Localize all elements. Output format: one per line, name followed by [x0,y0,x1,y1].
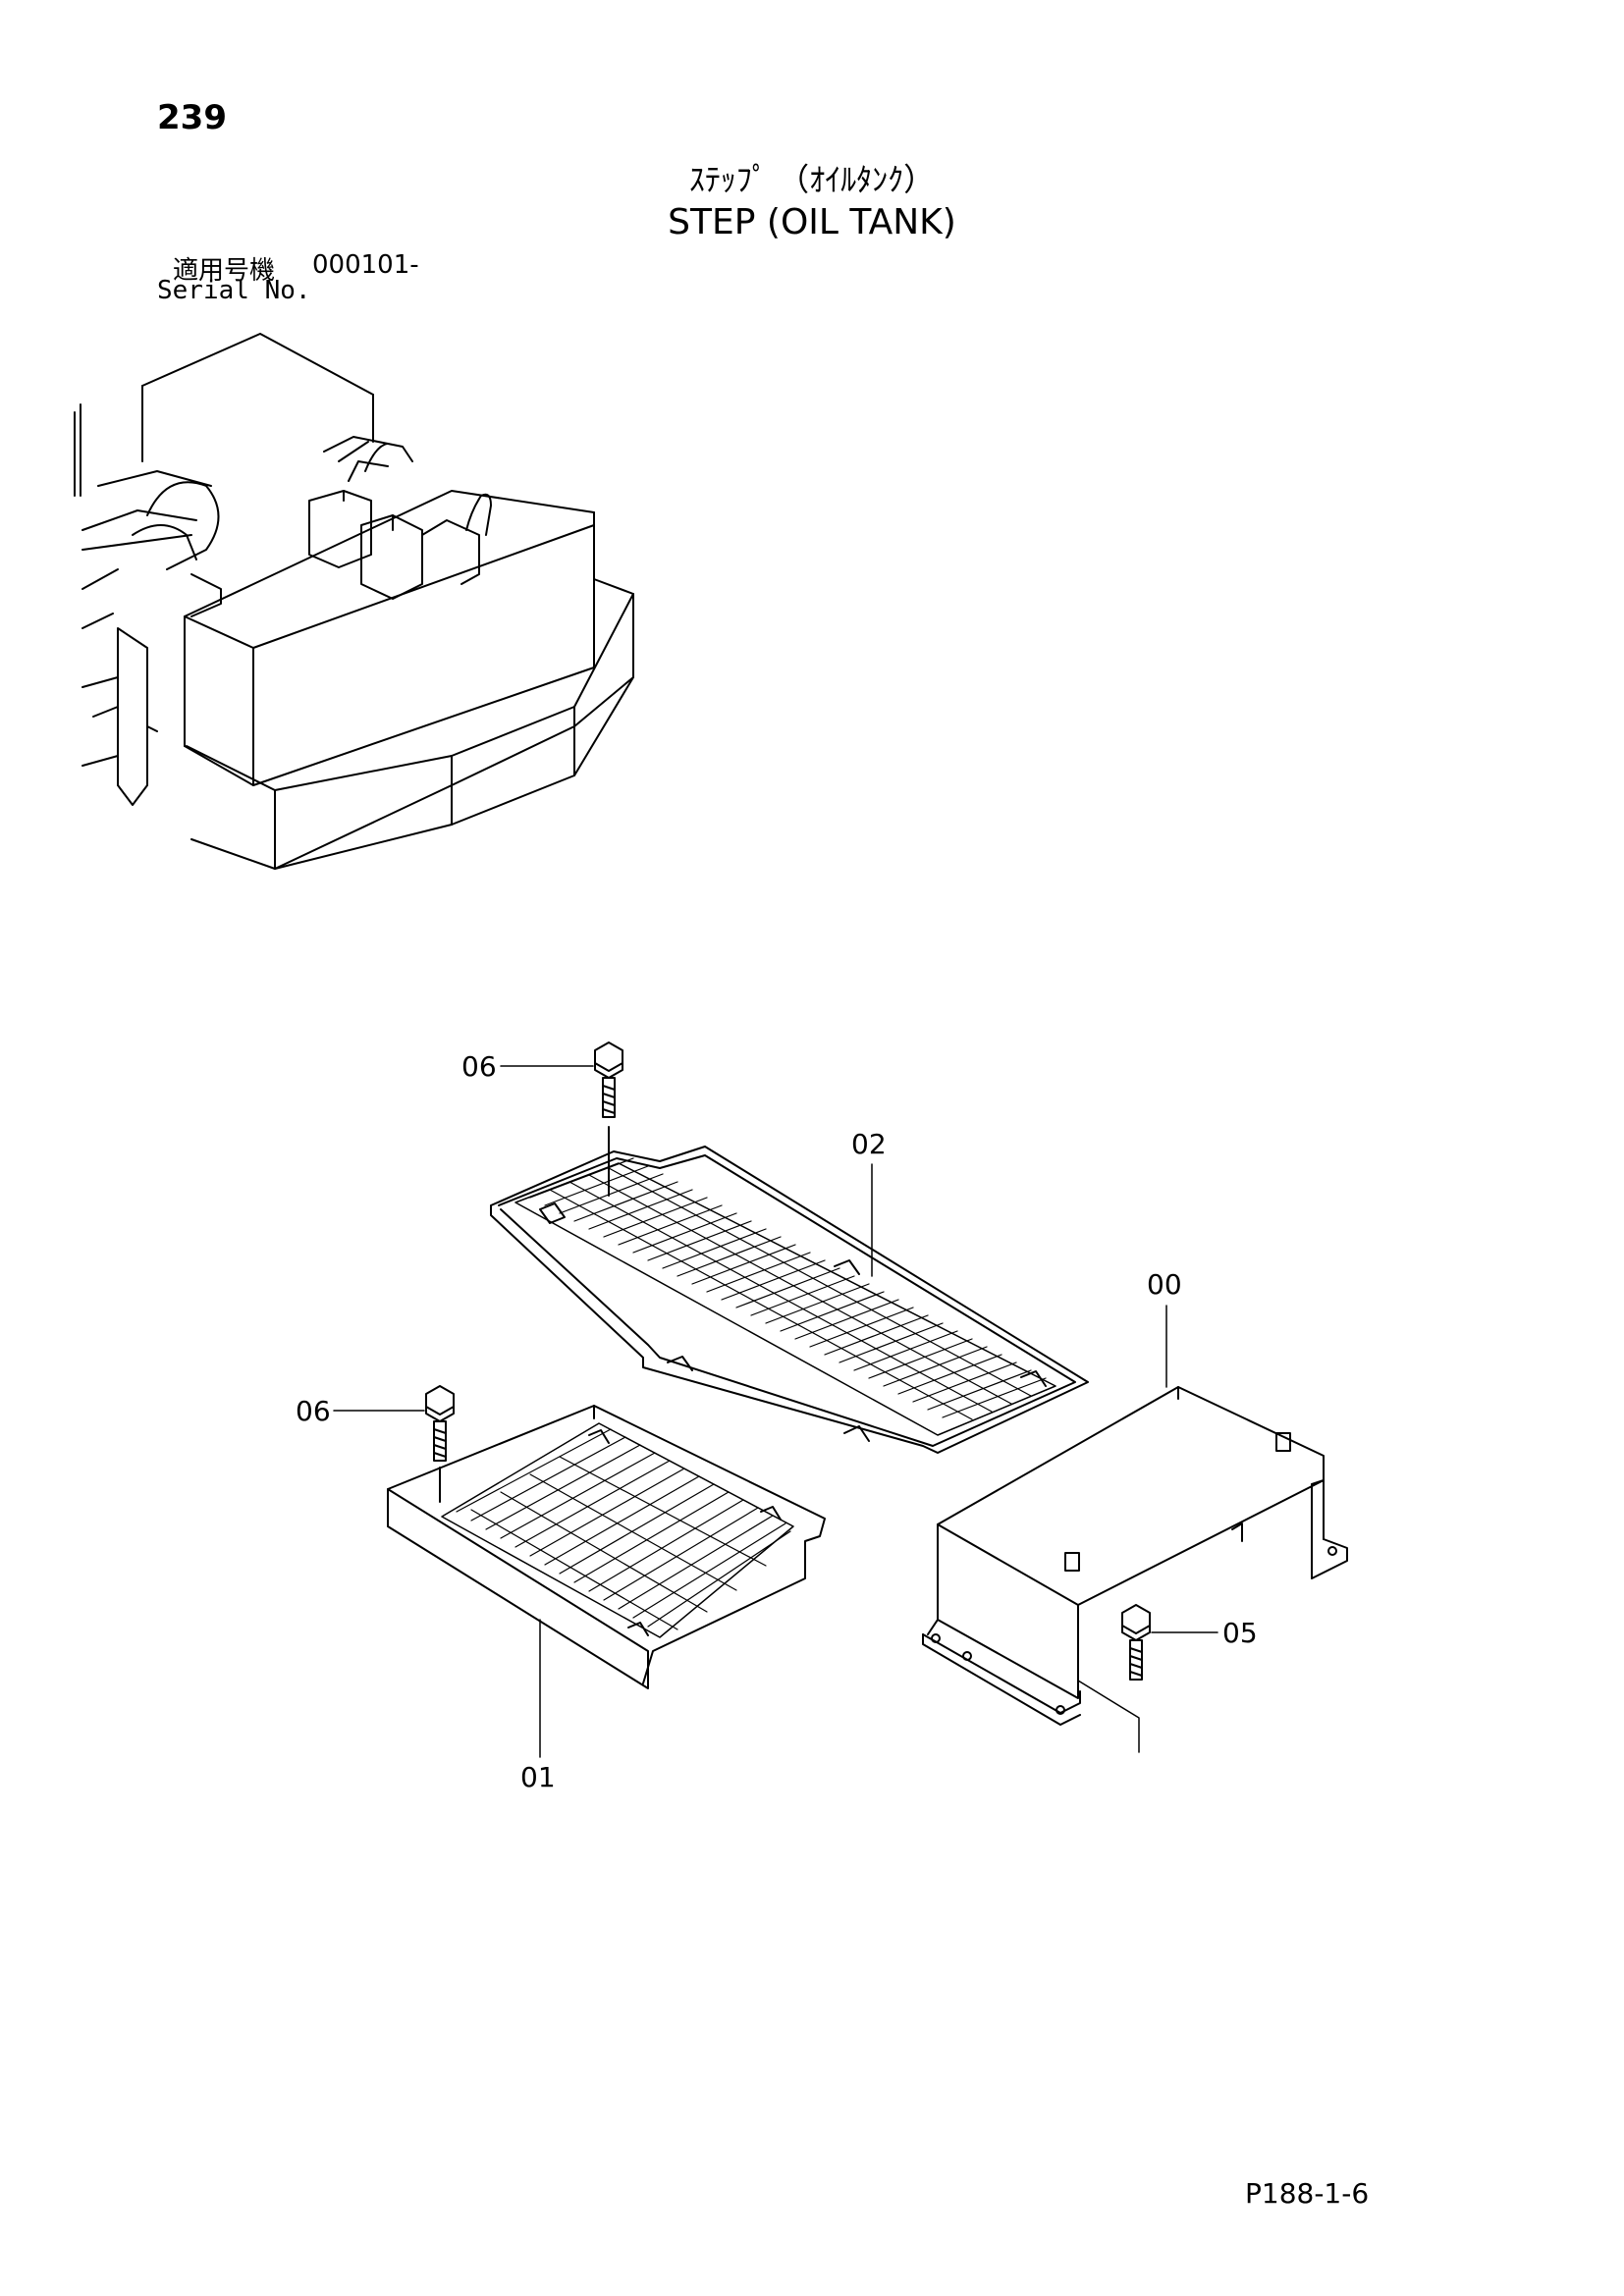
bolt-06-lower [425,1385,455,1503]
callout-05: 05 [1222,1617,1258,1649]
callout-06-lower: 06 [296,1395,331,1427]
title-japanese: ｽﾃｯﾌﾟ （ｵｲﾙﾀﾝｸ） [688,161,936,198]
callout-00: 00 [1147,1268,1182,1301]
callout-06-top: 06 [461,1050,497,1083]
callout-02: 02 [851,1128,887,1160]
page-number: 239 [157,98,227,137]
bolt-05 [1077,1604,1151,1753]
leader-lines [333,1065,1218,1758]
machine-location-view [74,333,634,870]
title-english: STEP (OIL TANK) [668,202,956,242]
serial-label-english: Serial No. [157,276,311,305]
part-02-step-large [490,1146,1089,1454]
callout-01: 01 [520,1761,556,1793]
part-00-bracket [922,1386,1348,1726]
serial-label-japanese: 適用号機 [173,256,276,286]
bolt-06-top [594,1041,623,1197]
serial-value: 000101- [312,250,419,280]
document-code: P188-1-6 [1245,2177,1370,2210]
part-01-step-small [387,1405,826,1689]
